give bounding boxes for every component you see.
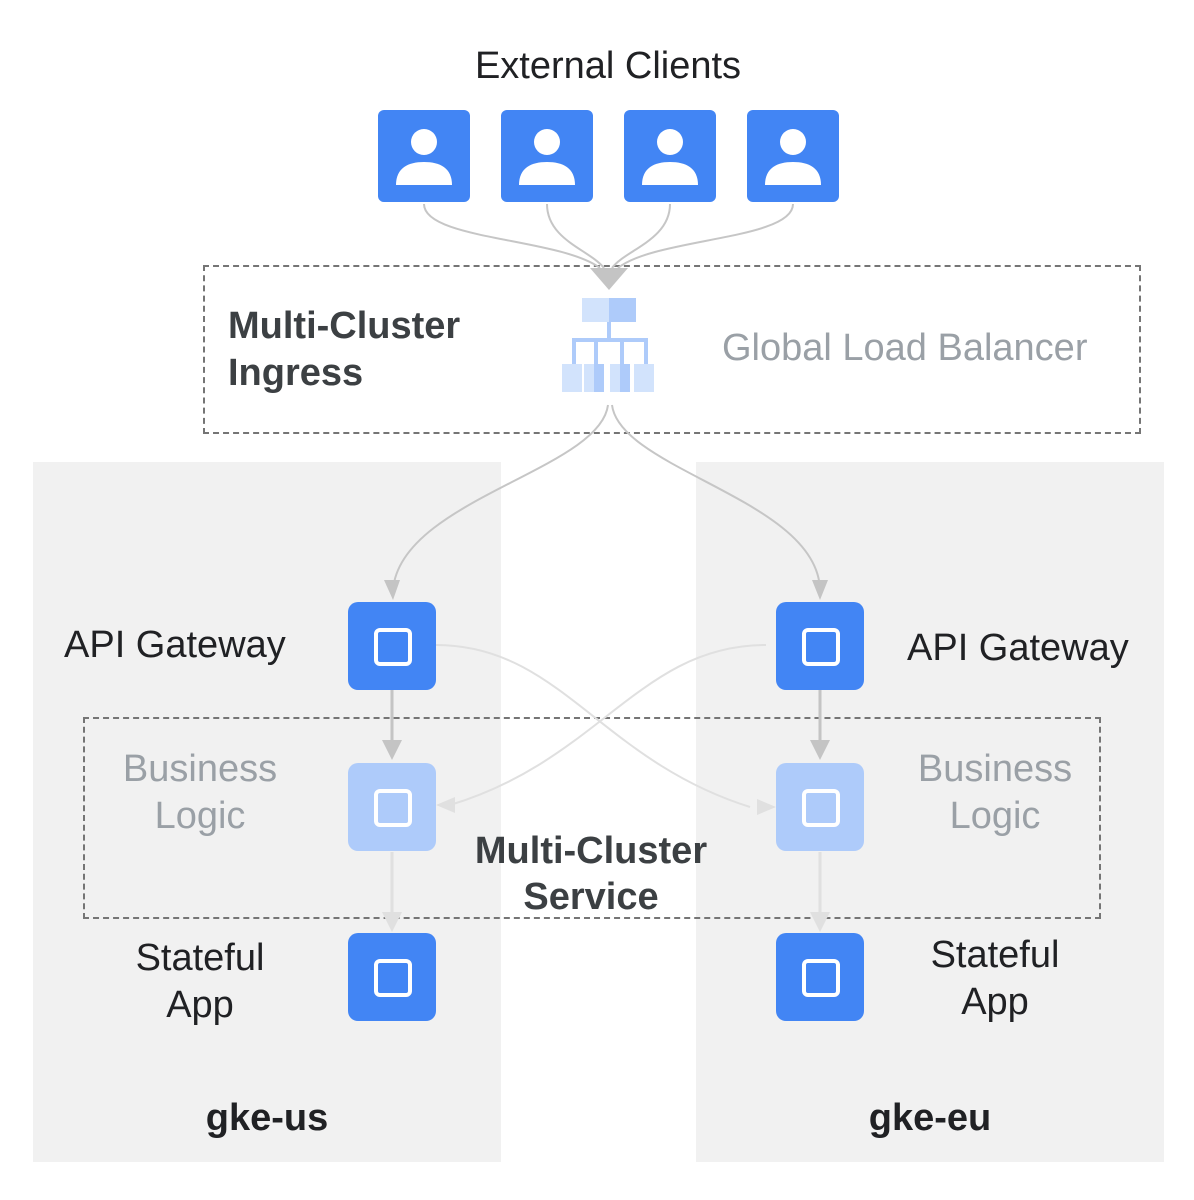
api-gateway-label-right: API Gateway — [907, 627, 1129, 669]
business-logic-label-left-line2: Logic — [154, 795, 246, 837]
client-person-icon — [624, 110, 716, 202]
cluster-name-right: gke-eu — [868, 1097, 992, 1139]
stateful-app-label-right-line1: Stateful — [930, 934, 1060, 976]
arrowhead-lb-in — [590, 268, 628, 290]
connector-cross-right-to-left — [449, 644, 767, 806]
multi-cluster-ingress-box — [203, 265, 1141, 434]
cluster-name-left: gke-us — [205, 1097, 329, 1139]
stateful-app-node-left — [348, 933, 436, 1021]
connector-lb-right — [611, 404, 821, 591]
connector-client2 — [546, 203, 605, 269]
service-icon — [802, 959, 840, 997]
arrowhead-cross-left — [436, 797, 455, 813]
load-balancer-icon — [560, 298, 658, 392]
stateful-app-label-left-line1: Stateful — [135, 937, 265, 979]
arrowhead-cross-right — [757, 799, 776, 815]
connector-client4 — [617, 203, 794, 269]
ingress-label-line1: Multi-Cluster — [228, 305, 461, 347]
connector-lb-left — [392, 404, 609, 591]
api-gateway-label-left: API Gateway — [64, 624, 286, 666]
connector-client3 — [611, 203, 671, 269]
stateful-app-label-left-line2: App — [166, 984, 234, 1026]
multi-cluster-service-box — [83, 717, 1101, 919]
api-gateway-node-left — [348, 602, 436, 690]
business-logic-label-right-line1: Business — [917, 748, 1073, 790]
client-person-icon — [378, 110, 470, 202]
business-logic-label-left-line1: Business — [122, 748, 278, 790]
global-load-balancer-label: Global Load Balancer — [722, 327, 1088, 369]
service-icon — [374, 959, 412, 997]
cluster-gke-eu — [696, 462, 1164, 1162]
arrowhead-sa-left — [382, 912, 402, 932]
service-label-line2: Service — [523, 876, 659, 918]
stateful-app-label-right-line2: App — [961, 981, 1029, 1023]
external-clients-title: External Clients — [474, 45, 742, 87]
business-logic-node-right — [776, 763, 864, 851]
arrowhead-gw-right — [812, 580, 828, 600]
arrowhead-sa-right — [810, 912, 830, 932]
arrowhead-bl-left — [382, 740, 402, 760]
client-person-icon — [501, 110, 593, 202]
business-logic-label-right-line2: Logic — [949, 795, 1041, 837]
connector-client1 — [423, 203, 601, 269]
service-label-line1: Multi-Cluster — [474, 830, 708, 872]
client-person-icon — [747, 110, 839, 202]
service-icon — [374, 789, 412, 827]
service-icon — [374, 628, 412, 666]
service-icon — [802, 628, 840, 666]
api-gateway-node-right — [776, 602, 864, 690]
business-logic-node-left — [348, 763, 436, 851]
service-icon — [802, 789, 840, 827]
ingress-label-line2: Ingress — [228, 352, 364, 394]
stateful-app-node-right — [776, 933, 864, 1021]
arrowhead-gw-left — [384, 580, 400, 600]
connector-cross-left-to-right — [435, 644, 751, 808]
arrowhead-bl-right — [810, 740, 830, 760]
